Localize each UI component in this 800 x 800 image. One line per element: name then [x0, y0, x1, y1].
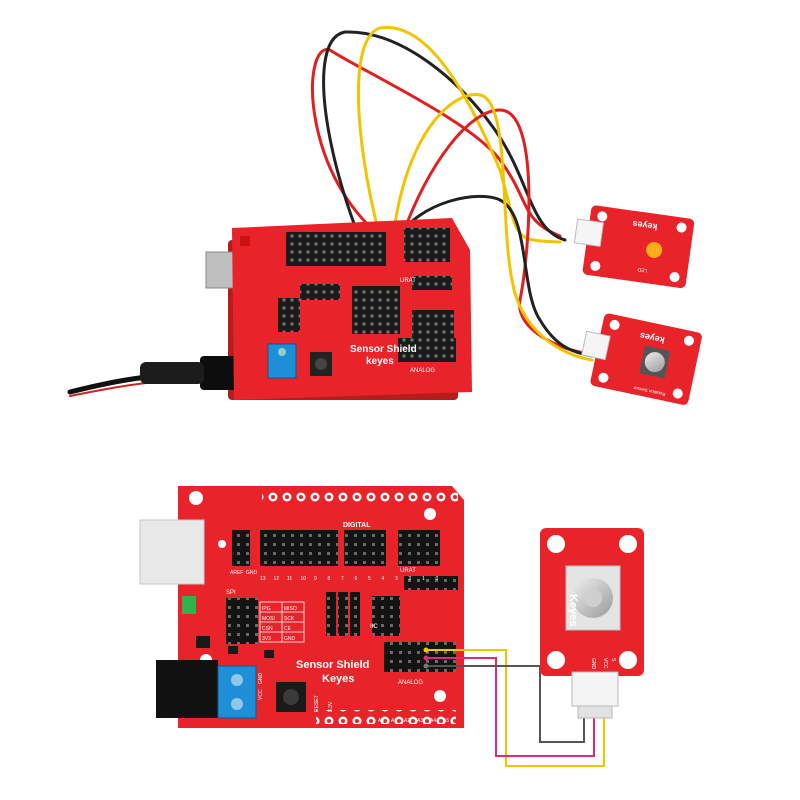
photo-led-brand: keyes	[632, 219, 658, 232]
wire-red-2	[400, 108, 592, 356]
wire-black-2	[394, 194, 594, 358]
diagram-module-label: Rotation Sensor	[660, 558, 666, 601]
photo-digital-header-2	[404, 228, 450, 262]
diagram-digital-header-3	[344, 530, 386, 566]
photo-wires	[67, 26, 594, 397]
diagram-analog-pin-label: A5	[443, 718, 449, 724]
diagram-shield-title: Sensor Shield	[296, 659, 369, 671]
diagram-module-pin-vcc: VCC	[602, 658, 608, 669]
diagram-pin-number: 9	[314, 576, 317, 582]
diagram-module-connector	[571, 671, 619, 707]
photo-power-plug	[140, 362, 204, 384]
diagram-pin-number: 1	[422, 576, 425, 582]
spi-cell-0: IPG	[262, 606, 271, 612]
photo-spi-header	[278, 298, 300, 332]
photo-analog-label: ANALOG	[410, 368, 435, 374]
photo-shield-brand: keyes	[366, 356, 394, 367]
diagram-analog-label: ANALOG	[398, 680, 423, 686]
wire-yellow-2	[392, 92, 594, 362]
photo-rotation-module: keyes Rotation Sensor	[581, 313, 702, 405]
diagram-shield-brand: Keyes	[322, 673, 354, 685]
diagram-spi-grid: IPG MISO MOSI SCK CSN CE 3V3 GND	[259, 601, 305, 643]
diagram-digital-header-1	[260, 530, 302, 566]
diagram-gnd-label: GND	[246, 570, 258, 576]
spi-cell-3: SCK	[284, 616, 295, 622]
diagram-pin-number: 5	[368, 576, 371, 582]
diagram-wires	[426, 649, 605, 767]
diagram-analog-pin-label: A1	[391, 718, 397, 724]
diagram-module-pin-s: S	[610, 658, 616, 662]
diagram-digital-header-2	[296, 530, 338, 566]
photo-header-row	[300, 284, 340, 300]
diagram-pin-number: 3	[395, 576, 398, 582]
diagram-aref-header	[232, 530, 250, 566]
wire-black-loop	[322, 30, 567, 322]
diagram-pin-number: 12	[274, 576, 280, 582]
diagram-iic-header	[372, 596, 400, 636]
photo-analog-header	[398, 338, 456, 362]
photo-knob	[644, 352, 665, 373]
photo-led-module: keyes LED	[573, 205, 695, 289]
photo-urat-header	[412, 276, 452, 290]
diagram-gnd-label-2: GND	[258, 673, 264, 685]
diagram-urat-label: URAT	[400, 568, 416, 574]
diagram-pin-number: 10	[301, 576, 307, 582]
spi-cell-1: MISO	[284, 606, 297, 612]
spi-cell-5: CE	[284, 626, 292, 632]
diagram-wire-yellow	[426, 649, 605, 767]
diagram-pin-number: 8	[328, 576, 331, 582]
diagram-spi-label: SPI	[226, 590, 236, 596]
photo-iic-header	[412, 310, 454, 340]
diagram-pin-number: 6	[355, 576, 358, 582]
diagram-power-jack	[156, 660, 218, 718]
diagram-usb-port	[139, 519, 205, 585]
diagram-urat-header	[404, 576, 458, 590]
diagram-wire-black	[426, 665, 585, 743]
diagram-pin-number: 7	[341, 576, 344, 582]
diagram-module-pin-gnd: GND	[590, 658, 596, 670]
spi-cell-6: 3V3	[262, 636, 271, 642]
diagram-digital-label: DIGITAL	[343, 522, 371, 529]
photo-terminal-screw	[278, 348, 286, 356]
photo-power-jack	[200, 356, 240, 390]
diagram-pin-number: 2	[409, 576, 412, 582]
diagram-module-brand: Keyes	[567, 594, 579, 626]
diagram-analog-pin-label: A4	[430, 718, 436, 724]
diagram-green-led	[182, 596, 196, 614]
wiring-diagram: IPG MISO MOSI SCK CSN CE 3V3 GND DIGITAL…	[139, 486, 666, 767]
photo-digital-header	[286, 232, 386, 266]
wire-yellow-loop	[356, 26, 562, 317]
photo-assembly: Sensor Shield keyes ANALOG URAT keyes LE…	[67, 26, 702, 405]
diagram-aref-label: AREF	[230, 570, 243, 576]
diagram-analog-pin-label: A3	[417, 718, 423, 724]
diagram-digital-header-4	[398, 530, 440, 566]
photo-rot-label: Rotation Sensor	[633, 385, 666, 397]
diagram-vcc-label: VCC	[258, 689, 264, 700]
diagram-power-terminal	[217, 665, 257, 719]
wire-red-loop	[311, 48, 562, 252]
photo-header-block	[352, 286, 400, 334]
diagram-analog-pin-label: A2	[404, 718, 410, 724]
diagram-pin-number: 11	[287, 576, 292, 582]
photo-led-light	[646, 241, 663, 258]
diagram-pin-number: 13	[260, 576, 266, 582]
photo-shield-title: Sensor Shield	[350, 344, 417, 355]
spi-cell-7: GND	[284, 636, 296, 642]
diagram-spi-header	[226, 598, 258, 644]
diagram-analog-pin-label: A0	[378, 718, 384, 724]
diagram-wire-magenta	[426, 657, 595, 757]
diagram-pin-number: 4	[382, 576, 385, 582]
diagram-reset-label: RESET	[314, 695, 320, 712]
diagram-rotation-module: Keyes Rotation Sensor GND VCC S	[540, 528, 666, 719]
photo-led-label: LED	[637, 266, 648, 273]
diagram-33v-label: 3.3V	[328, 701, 334, 712]
spi-cell-2: MOSI	[262, 616, 275, 622]
diagram-iic-label: IIC	[370, 624, 378, 630]
diagram-analog-pins: A0 A1 A2 A3 A4 A5	[378, 718, 449, 724]
photo-urat-label: URAT	[400, 278, 416, 284]
diagram-pin-number: 0	[436, 576, 439, 582]
spi-cell-4: CSN	[262, 626, 273, 632]
